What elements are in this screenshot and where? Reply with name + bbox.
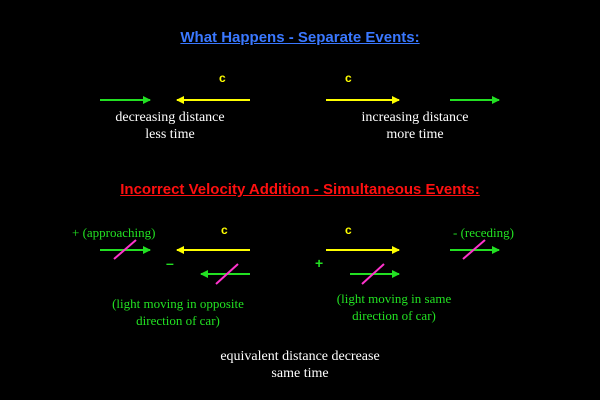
note-opposite-line1: (light moving in opposite: [112, 296, 244, 311]
c-label-s2-right: c: [345, 223, 352, 237]
note-opposite-line2: direction of car): [136, 313, 220, 328]
caption-s1-left-line1: decreasing distance: [115, 110, 225, 125]
receding-label: - (receding): [453, 225, 514, 240]
slash-opposite: [215, 263, 239, 285]
c-label-s2-left: c: [221, 223, 228, 237]
slash-receding: [462, 239, 486, 260]
caption-s1-left-line2: less time: [145, 127, 195, 142]
section2-title: Incorrect Velocity Addition - Simultaneo…: [120, 181, 480, 198]
c-label-s1-left: c: [219, 71, 226, 85]
note-same-line2: direction of car): [352, 308, 436, 323]
c-label-s1-right: c: [345, 71, 352, 85]
section1-title: What Happens - Separate Events:: [180, 29, 420, 46]
caption-s1-right-line2: more time: [386, 127, 444, 142]
slash-approaching: [113, 239, 137, 260]
footer-line2: same time: [271, 366, 329, 381]
minus-sign: –: [166, 255, 174, 271]
caption-s1-right-line1: increasing distance: [361, 110, 469, 125]
approaching-label: + (approaching): [72, 225, 156, 240]
note-same-line1: (light moving in same: [336, 291, 452, 306]
plus-sign: +: [315, 255, 324, 271]
footer-line1: equivalent distance decrease: [220, 349, 380, 364]
slash-same: [361, 263, 385, 285]
